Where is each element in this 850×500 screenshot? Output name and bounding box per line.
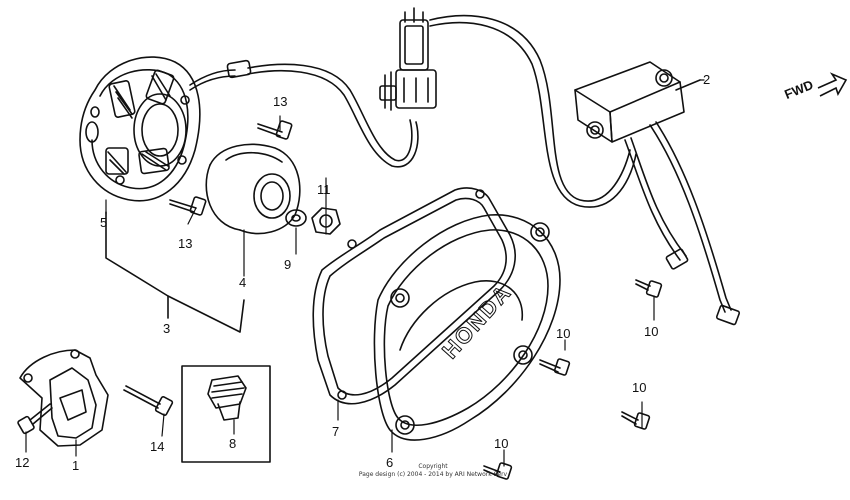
bolt [483, 462, 513, 480]
copyright-line-2: Page design (c) 2004 - 2014 by ARI Netwo… [358, 470, 508, 478]
gasket [312, 187, 516, 405]
bolt [635, 279, 663, 298]
bolt [17, 403, 53, 435]
washer [285, 209, 307, 227]
callout-8: 8 [229, 436, 237, 451]
bolt [621, 411, 651, 430]
stator-assembly [79, 56, 201, 202]
assembly-bracket [105, 211, 245, 333]
flywheel-rotor [205, 143, 301, 235]
callout-12: 12 [15, 455, 30, 470]
leader-lines [25, 79, 705, 467]
callout-3: 3 [163, 321, 171, 336]
callout-10: 10 [494, 436, 509, 451]
callout-7: 7 [332, 424, 340, 439]
bolt [257, 120, 293, 140]
callout-4: 4 [239, 275, 247, 290]
callout-10: 10 [556, 326, 571, 341]
callout-10: 10 [644, 324, 659, 339]
regulator-rectifier [574, 61, 741, 326]
callout-14: 14 [150, 439, 165, 454]
callout-10: 10 [632, 380, 647, 395]
wire-harness [189, 7, 637, 208]
callout-6: 6 [386, 455, 394, 470]
bolt [123, 385, 174, 416]
bolt [169, 196, 207, 216]
bolt [539, 358, 571, 376]
copyright-notice: Copyright Page design (c) 2004 - 2014 by… [338, 463, 528, 478]
callout-9: 9 [284, 257, 292, 272]
copyright-line-1: Copyright [418, 463, 448, 470]
guard-bracket [19, 349, 109, 447]
callout-13: 13 [273, 94, 288, 109]
plug-inset-box [181, 365, 271, 463]
callout-13: 13 [178, 236, 193, 251]
callout-1: 1 [72, 458, 80, 473]
callout-5: 5 [100, 215, 108, 230]
callout-11: 11 [317, 182, 331, 197]
engine-cover [373, 214, 561, 441]
callout-2: 2 [703, 72, 711, 87]
forward-arrow-icon [817, 72, 848, 97]
